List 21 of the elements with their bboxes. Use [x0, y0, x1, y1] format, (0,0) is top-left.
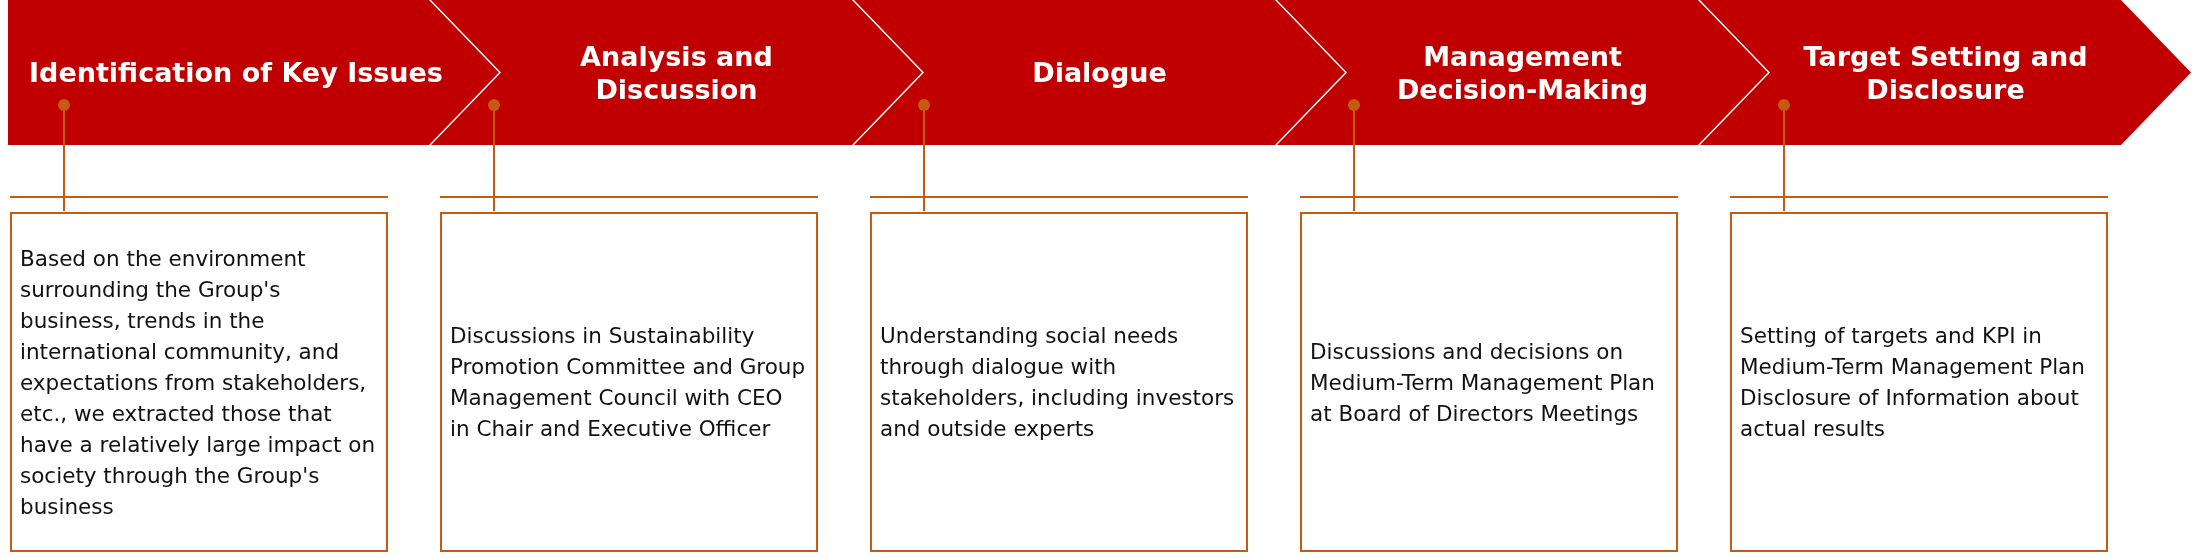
- leader-line: [918, 99, 930, 212]
- description-text: Disclosure of Information about actual results: [1740, 384, 2080, 443]
- leader-line: [488, 99, 500, 212]
- leader-line: [1778, 99, 1790, 212]
- description-box: [870, 212, 1248, 552]
- description-box: [10, 212, 388, 552]
- description-box: [1730, 212, 2108, 552]
- description-box: [440, 212, 818, 552]
- description-box: [1300, 212, 1678, 552]
- description-text: Setting of targets and KPI in Medium-Term Management Plan: [1740, 322, 2086, 381]
- step-title: Analysis and Discussion: [579, 39, 774, 106]
- description-text: Discussions in Sustainability Promotion Committee and Group Management Council with CEO in Chair and Executive Officer: [450, 322, 807, 443]
- step-title: Dialogue: [1032, 56, 1167, 89]
- leader-line: [1348, 99, 1360, 212]
- leader-line: [58, 99, 70, 212]
- description-text: Discussions and decisions on Medium-Term Management Plan at Board of Directors Meetings: [1310, 337, 1656, 428]
- description-text: Based on the environment surrounding the Group's business, trends in the international community, and expectations from stakeholders, etc., we extracted those that have a relatively large impact on society through the Group's business: [20, 244, 377, 521]
- description-text: Understanding social needs through dialogue with stakeholders, including investors and outside experts: [880, 322, 1236, 443]
- step-title: Target Setting and Disclosure: [1802, 39, 2089, 106]
- step-title: Identification of Key Issues: [29, 56, 443, 89]
- step-title: Management Decision-Making: [1395, 39, 1650, 106]
